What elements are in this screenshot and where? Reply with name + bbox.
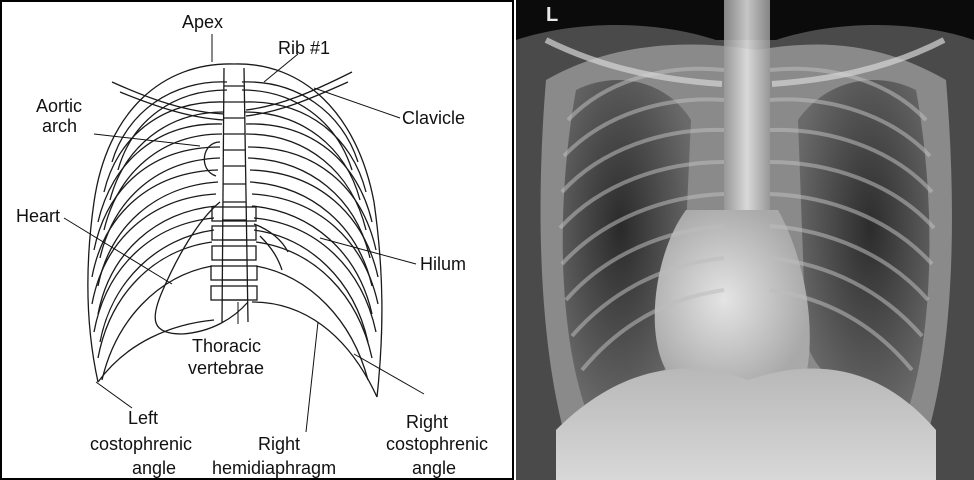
- spine-left-edge: [222, 68, 224, 322]
- label-thoracic-vertebrae-line-2: vertebrae: [188, 358, 264, 378]
- chest-xray-image: [516, 0, 974, 480]
- label-right-costophrenic-line-3: angle: [412, 458, 456, 478]
- label-left-costophrenic-line-3: angle: [132, 458, 176, 478]
- label-aortic-arch-line-1: Aortic: [36, 96, 82, 116]
- label-right-hemidiaphragm-line-1: Right: [258, 434, 300, 454]
- rib-cage-drawing: [2, 2, 512, 478]
- label-apex: Apex: [182, 12, 223, 32]
- label-rib-1: Rib #1: [278, 38, 330, 58]
- rib-cage-diagram-panel: Apex Rib #1 Aortic arch Clavicle Heart H…: [0, 0, 514, 480]
- spine-right-edge: [244, 68, 248, 322]
- label-aortic-arch-line-2: arch: [42, 116, 77, 136]
- label-clavicle: Clavicle: [402, 108, 465, 128]
- label-left-costophrenic-line-2: costophrenic: [90, 434, 192, 454]
- label-left-costophrenic-line-1: Left: [128, 408, 158, 428]
- label-right-costophrenic-line-1: Right: [406, 412, 448, 432]
- label-right-costophrenic-line-2: costophrenic: [386, 434, 488, 454]
- label-heart: Heart: [16, 206, 60, 226]
- label-right-hemidiaphragm-line-2: hemidiaphragm: [212, 458, 336, 478]
- label-thoracic-vertebrae-line-1: Thoracic: [192, 336, 261, 356]
- xray-side-marker: L: [546, 4, 558, 27]
- chest-xray-panel: L: [516, 0, 974, 480]
- label-hilum: Hilum: [420, 254, 466, 274]
